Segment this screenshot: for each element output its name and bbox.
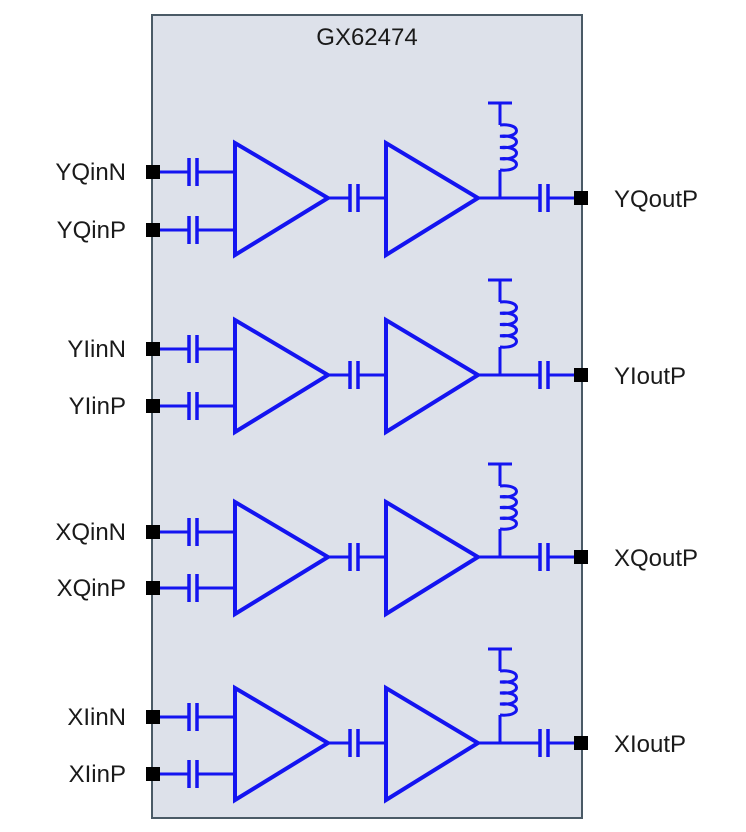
output-pin[interactable] <box>574 550 588 564</box>
input-label-p: XIinP <box>69 761 126 788</box>
input-pin-n[interactable] <box>146 710 160 724</box>
input-capacitor-n <box>187 335 199 363</box>
channel-group: YQinNYQinPYQoutPYIinNYIinPYIoutPXQinNXQi… <box>55 101 698 804</box>
input-capacitor-n <box>187 703 199 731</box>
input-amplifier <box>233 316 332 436</box>
input-label-p: YQinP <box>57 217 126 244</box>
input-label-n: XQinN <box>55 519 126 546</box>
input-capacitor-p <box>187 392 199 420</box>
input-capacitor-n <box>187 518 199 546</box>
output-pin[interactable] <box>574 368 588 382</box>
channel-yq: YQinN YQinP YQoutP <box>55 101 698 259</box>
input-label-n: YIinN <box>67 336 126 363</box>
inductor-icon <box>499 669 518 717</box>
output-amplifier <box>384 139 482 259</box>
inductor-icon <box>499 484 518 531</box>
channel-yi: YIinN YIinP YIoutP <box>67 278 686 436</box>
output-label: YIoutP <box>614 363 686 390</box>
input-pin-n[interactable] <box>146 525 160 539</box>
input-amplifier <box>233 498 332 618</box>
chip-title: GX62474 <box>316 24 417 51</box>
output-pin[interactable] <box>574 736 588 750</box>
output-label: XIoutP <box>614 731 686 758</box>
channel-xi: XIinN XIinP XIoutP <box>67 647 686 804</box>
input-capacitor-n <box>187 158 199 186</box>
input-pin-p[interactable] <box>146 399 160 413</box>
input-pin-n[interactable] <box>146 342 160 356</box>
output-amplifier <box>384 498 482 618</box>
output-label: YQoutP <box>614 186 698 213</box>
output-amplifier <box>384 316 482 436</box>
channel-xq: XQinN XQinP XQoutP <box>55 462 698 618</box>
input-pin-n[interactable] <box>146 165 160 179</box>
output-pin[interactable] <box>574 191 588 205</box>
input-pin-p[interactable] <box>146 581 160 595</box>
input-pin-p[interactable] <box>146 223 160 237</box>
input-pin-p[interactable] <box>146 767 160 781</box>
inductor-icon <box>499 300 518 349</box>
input-amplifier <box>233 139 332 259</box>
input-label-p: XQinP <box>57 575 126 602</box>
inductor-icon <box>499 123 518 172</box>
input-capacitor-p <box>187 574 199 602</box>
input-label-n: YQinN <box>55 159 126 186</box>
input-capacitor-p <box>187 216 199 244</box>
input-label-p: YIinP <box>69 393 126 420</box>
output-amplifier <box>384 684 482 804</box>
input-label-n: XIinN <box>67 704 126 731</box>
output-label: XQoutP <box>614 545 698 572</box>
input-capacitor-p <box>187 760 199 788</box>
input-amplifier <box>233 684 332 804</box>
